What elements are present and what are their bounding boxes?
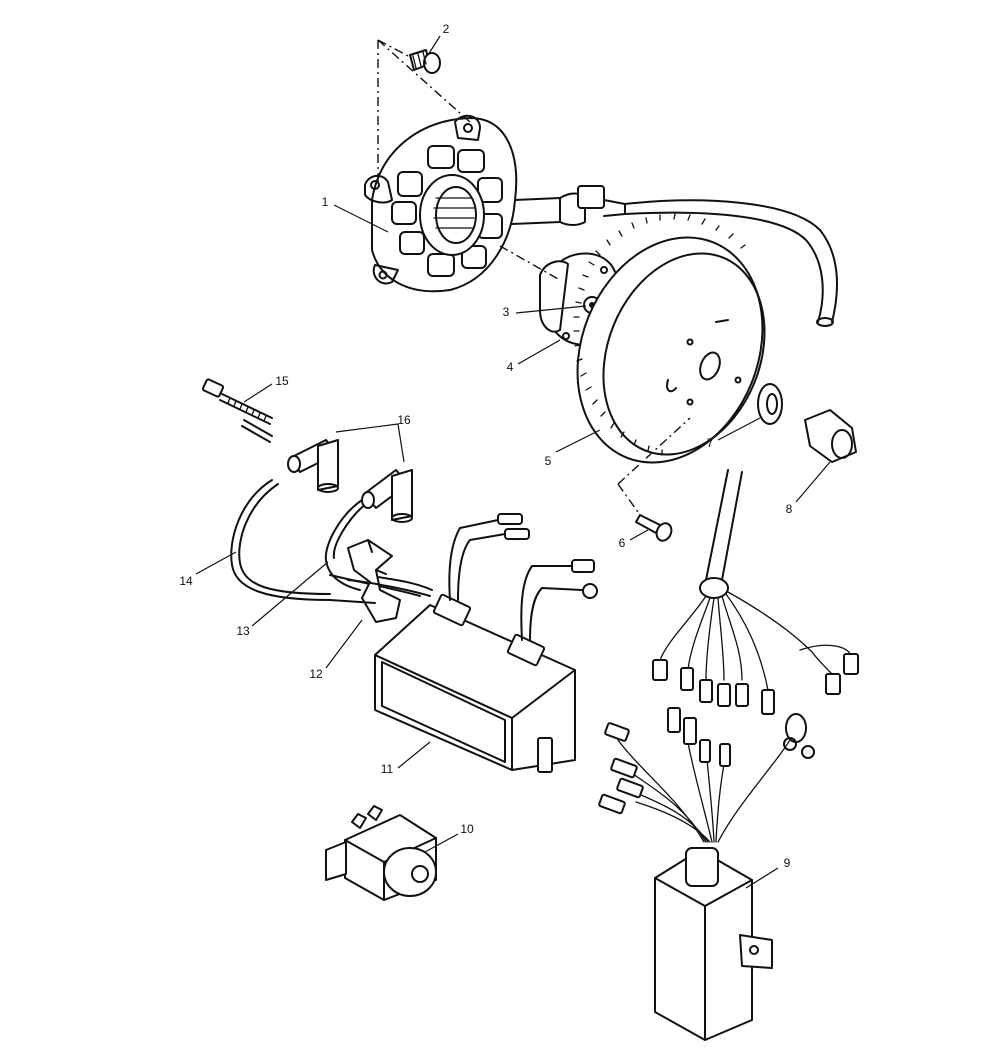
callout-9: 9	[784, 856, 791, 870]
callout-10: 10	[460, 822, 474, 836]
callout-11: 11	[381, 762, 394, 776]
callout-1: 1	[322, 195, 329, 209]
callout-8: 8	[786, 502, 793, 516]
flywheel-nut	[804, 409, 857, 463]
washer	[757, 383, 783, 425]
screw	[377, 39, 471, 182]
bracket	[347, 539, 401, 623]
callout-13: 13	[236, 624, 250, 638]
callout-6: 6	[619, 536, 626, 550]
callout-5: 5	[545, 454, 552, 468]
starter-solenoid	[325, 805, 437, 901]
cdi-box	[654, 847, 773, 1041]
callout-labels: 1 2 3 4 5 6 7 8 9 10 11 12 13 14 15 16	[179, 22, 792, 870]
callout-3: 3	[503, 305, 510, 319]
callout-7: 7	[707, 436, 714, 450]
spark-plug-caps	[287, 439, 413, 523]
stator-assembly	[364, 114, 838, 327]
cable-tie	[201, 378, 273, 443]
callout-2: 2	[443, 22, 450, 36]
callout-12: 12	[309, 667, 323, 681]
callout-15: 15	[275, 374, 289, 388]
regulator-box	[329, 513, 598, 773]
callout-4: 4	[507, 360, 514, 374]
flywheel	[573, 213, 766, 464]
high-tension-leads	[230, 479, 431, 604]
callout-16: 16	[397, 413, 411, 427]
callout-14: 14	[179, 574, 193, 588]
wire-harness	[598, 469, 859, 843]
leader-lines	[195, 35, 831, 889]
bolt	[617, 417, 691, 542]
